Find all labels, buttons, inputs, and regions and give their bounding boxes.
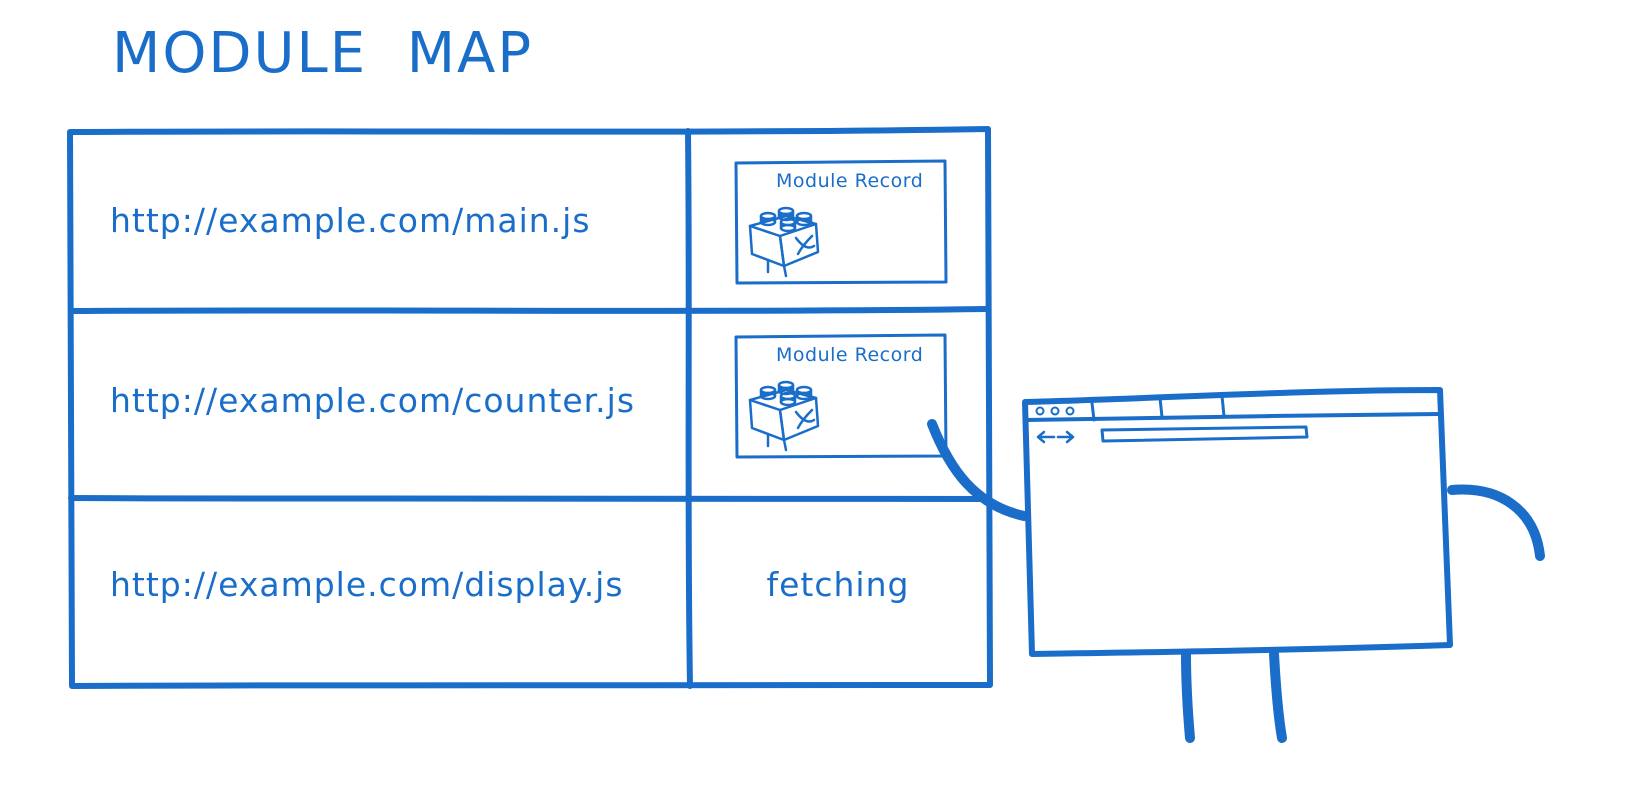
browser-character [927, 387, 1545, 743]
back-forward-arrows-icon [1036, 430, 1075, 444]
table-row-divider [68, 494, 992, 502]
window-control-dot [1065, 406, 1075, 416]
table-row: http://example.com/main.js Module Record [110, 159, 948, 285]
browser-window-frame [1022, 387, 1453, 657]
module-record-label: Module Record [776, 344, 923, 366]
module-record-card: Module Record [734, 333, 948, 459]
lego-brick-icon [748, 380, 820, 452]
table-row-divider [68, 306, 991, 314]
window-control-dot [1035, 406, 1045, 416]
browser-tab-divider [1220, 394, 1226, 418]
browser-right-arm [1447, 484, 1545, 561]
browser-right-leg [1269, 649, 1287, 743]
browser-tab-bar-line [1024, 412, 1442, 422]
browser-tab-divider [1090, 401, 1096, 422]
module-map-table [67, 126, 993, 690]
module-record-label: Module Record [776, 170, 923, 192]
lego-brick-icon [748, 206, 820, 278]
browser-left-leg [1181, 649, 1195, 743]
browser-left-arm [927, 419, 1029, 521]
module-url: http://example.com/counter.js [110, 381, 635, 420]
module-url: http://example.com/display.js [110, 565, 624, 604]
browser-window-icon [1022, 387, 1453, 657]
table-row: http://example.com/counter.js Module Rec… [110, 333, 948, 459]
table-column-divider [685, 128, 693, 689]
table-row: http://example.com/display.js fetching [110, 565, 910, 604]
browser-tab-divider [1158, 396, 1164, 419]
window-control-dot [1050, 406, 1060, 416]
module-url: http://example.com/main.js [110, 201, 591, 240]
address-bar [1100, 425, 1309, 443]
module-record-frame [734, 159, 948, 285]
diagram-title: MODULE MAP [112, 21, 533, 86]
table-outline [67, 126, 993, 690]
fetching-status: fetching [767, 565, 910, 604]
module-record-card: Module Record [734, 159, 948, 285]
